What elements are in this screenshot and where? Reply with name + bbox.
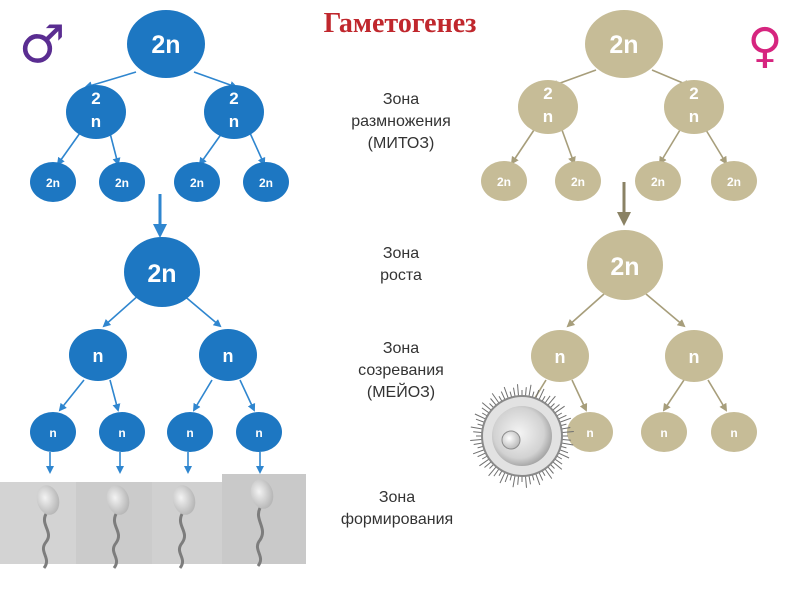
cell-node: n	[69, 329, 127, 381]
arrow	[572, 380, 586, 410]
ploidy-label: 2	[689, 84, 698, 103]
cell-node: 2n	[635, 161, 681, 201]
ploidy-label: n	[229, 112, 239, 131]
zone-maturation-label: Зона созревания (МЕЙОЗ)	[316, 338, 486, 404]
ploidy-label: n	[255, 426, 262, 440]
cell-node: n	[199, 329, 257, 381]
zone-label-line: созревания	[316, 360, 486, 382]
cell-node: 2n	[124, 237, 200, 307]
zone-reproduction-label: Зона размножения (МИТОЗ)	[316, 89, 486, 155]
ploidy-label: 2n	[727, 175, 741, 189]
arrow	[708, 380, 726, 410]
page-title: Гаметогенез	[0, 8, 800, 40]
ploidy-label: 2	[229, 89, 238, 108]
arrow	[110, 133, 118, 164]
arrow	[562, 130, 574, 163]
cell-node: 2n	[481, 161, 527, 201]
cell-node: n	[236, 412, 282, 452]
zone-growth-label: Зона роста	[316, 243, 486, 287]
arrow	[200, 133, 222, 164]
ploidy-label: 2n	[147, 260, 176, 288]
arrow	[104, 294, 140, 326]
zone-label-line: размножения	[316, 111, 486, 133]
ploidy-label: 2n	[190, 176, 204, 190]
ploidy-label: n	[49, 426, 56, 440]
cell-node: n	[641, 412, 687, 452]
zone-label-line: (МИТОЗ)	[316, 133, 486, 155]
arrow	[706, 130, 726, 163]
cell-node: n	[167, 412, 213, 452]
arrow	[568, 294, 604, 326]
arrow	[58, 133, 80, 164]
ploidy-label: 2n	[46, 176, 60, 190]
arrow	[646, 294, 684, 326]
arrow	[194, 380, 212, 410]
ploidy-label: n	[586, 426, 593, 440]
female-branch: 2n 2 n 2 n 2n 2n 2n 2n 2n	[470, 10, 757, 488]
cell-node: n	[665, 330, 723, 382]
arrow	[250, 133, 264, 164]
arrow	[86, 72, 136, 87]
ploidy-label: n	[730, 426, 737, 440]
cell-node: 2 n	[518, 80, 578, 134]
cell-node: 2n	[587, 230, 663, 300]
ploidy-label: n	[223, 346, 234, 366]
male-branch: 2n 2 n 2 n 2n 2n 2n 2n 2n	[0, 10, 306, 568]
cell-node: n	[567, 412, 613, 452]
ploidy-label: 2n	[259, 176, 273, 190]
zone-label-line: Зона	[316, 243, 486, 265]
arrow	[664, 380, 684, 410]
ploidy-label: 2	[543, 84, 552, 103]
ploidy-label: 2n	[651, 175, 665, 189]
ploidy-label: 2n	[610, 253, 639, 281]
ploidy-label: 2n	[497, 175, 511, 189]
cell-node: 2n	[99, 162, 145, 202]
ploidy-label: n	[660, 426, 667, 440]
zone-label-line: Зона	[316, 89, 486, 111]
zone-label-line: формирования	[312, 509, 482, 531]
cell-node: n	[531, 330, 589, 382]
cell-node: 2 n	[66, 85, 126, 139]
cell-node: 2n	[243, 162, 289, 202]
ploidy-label: n	[689, 347, 700, 367]
cell-node: n	[30, 412, 76, 452]
zone-label-line: Зона	[316, 338, 486, 360]
arrow	[194, 72, 236, 87]
cell-node: 2n	[711, 161, 757, 201]
ploidy-label: 2n	[571, 175, 585, 189]
arrow	[110, 380, 118, 410]
cell-node: 2n	[30, 162, 76, 202]
cell-node: 2n	[555, 161, 601, 201]
ploidy-label: n	[93, 346, 104, 366]
arrow	[240, 380, 254, 410]
ploidy-label: n	[689, 107, 699, 126]
cell-node: 2 n	[204, 85, 264, 139]
arrow	[182, 294, 220, 326]
ploidy-label: 2	[91, 89, 100, 108]
ploidy-label: n	[118, 426, 125, 440]
ploidy-label: n	[186, 426, 193, 440]
ploidy-label: n	[543, 107, 553, 126]
cell-node: 2n	[174, 162, 220, 202]
ploidy-label: n	[91, 112, 101, 131]
cell-node: n	[711, 412, 757, 452]
zone-label-line: (МЕЙОЗ)	[316, 382, 486, 404]
cell-node: 2 n	[664, 80, 724, 134]
ploidy-label: n	[555, 347, 566, 367]
arrow	[660, 130, 680, 163]
spermatozoa-image	[0, 474, 306, 568]
arrow	[60, 380, 84, 410]
zone-label-line: роста	[316, 265, 486, 287]
zone-label-line: Зона	[312, 487, 482, 509]
zone-formation-label: Зона формирования	[312, 487, 482, 531]
ploidy-label: 2n	[115, 176, 129, 190]
cell-node: n	[99, 412, 145, 452]
arrow	[512, 130, 534, 163]
